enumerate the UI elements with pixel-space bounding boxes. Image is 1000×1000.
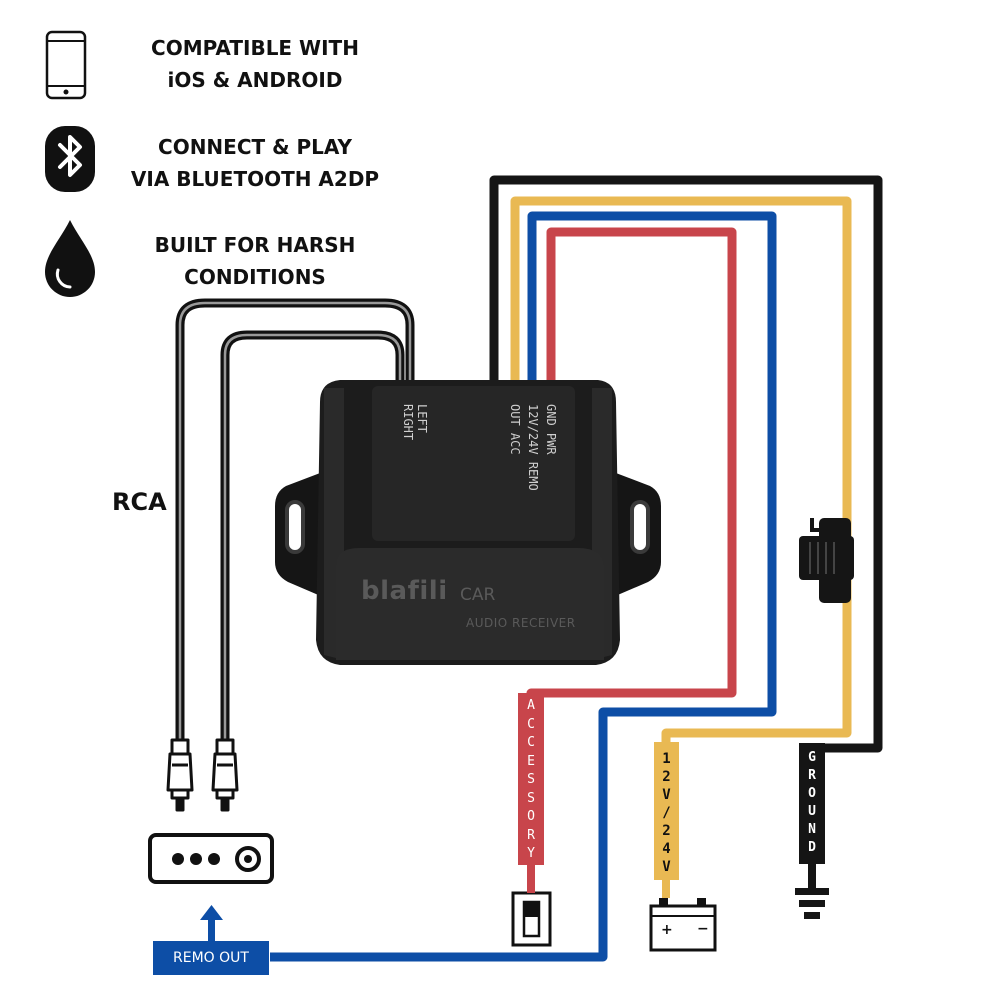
- rca-cables: [175, 298, 415, 750]
- rca-label: RCA: [112, 488, 167, 516]
- amplifier-icon: [148, 833, 274, 884]
- feature-line: CONNECT & PLAY: [158, 135, 352, 159]
- tag-accessory-stub: [527, 865, 535, 893]
- remote-arrow-icon: [200, 905, 223, 941]
- feature-bluetooth: CONNECT & PLAY VIA BLUETOOTH A2DP: [110, 131, 400, 195]
- receiver-device: [275, 380, 661, 665]
- battery-plus: +: [661, 922, 673, 938]
- port-labels-left: LEFT RIGHT: [401, 404, 429, 464]
- tag-remote: REMO OUT: [173, 950, 249, 966]
- tag-power-bg: [654, 742, 679, 880]
- port-label-left: LEFT: [415, 404, 429, 433]
- bluetooth-icon: [45, 126, 95, 192]
- feature-line: iOS & ANDROID: [167, 68, 343, 92]
- switch-icon: [511, 891, 552, 947]
- port-label-acc: ACC: [508, 432, 522, 455]
- feature-line: VIA BLUETOOTH A2DP: [130, 167, 380, 191]
- battery-minus: −: [697, 921, 709, 937]
- port-labels-power: GND PWR 12V/24V REMO OUT ACC: [488, 404, 560, 504]
- device-product: CAR: [460, 585, 496, 605]
- fuse-holder-icon: [799, 518, 854, 603]
- feature-harsh: BUILT FOR HARSH CONDITIONS: [110, 229, 400, 293]
- device-subtitle: AUDIO RECEIVER: [466, 616, 576, 630]
- tag-power: 1 2 V / 2 4 V: [662, 751, 671, 875]
- tag-power-stub: [662, 880, 670, 898]
- wire-ground: [489, 175, 883, 753]
- water-drop-icon: [45, 220, 95, 297]
- tag-accessory: A C C E S S O R Y: [527, 698, 535, 861]
- ground-icon: [795, 862, 829, 919]
- battery-icon: [649, 898, 717, 952]
- feature-line: BUILT FOR HARSH: [154, 233, 356, 257]
- device-brand: blafili: [361, 576, 448, 606]
- smartphone-icon: [45, 30, 87, 100]
- rca-plug-right: [211, 738, 239, 812]
- port-label-gnd: GND: [544, 404, 558, 426]
- tag-ground: G R O U N D: [808, 750, 816, 855]
- wire-remote: [270, 211, 777, 962]
- port-label-right: RIGHT: [401, 404, 415, 441]
- wire-power: [510, 196, 852, 742]
- feature-compatible: COMPATIBLE WITH iOS & ANDROID: [110, 32, 400, 96]
- tag-accessory-bg: [518, 693, 544, 865]
- tag-remote-bg: [153, 941, 269, 975]
- port-label-remo: REMO OUT: [508, 404, 540, 491]
- feature-line: CONDITIONS: [184, 265, 326, 289]
- tag-ground-bg: [799, 743, 825, 864]
- rca-plug-left: [166, 738, 194, 812]
- feature-line: COMPATIBLE WITH: [151, 36, 359, 60]
- port-label-pwr: PWR 12V/24V: [526, 404, 558, 455]
